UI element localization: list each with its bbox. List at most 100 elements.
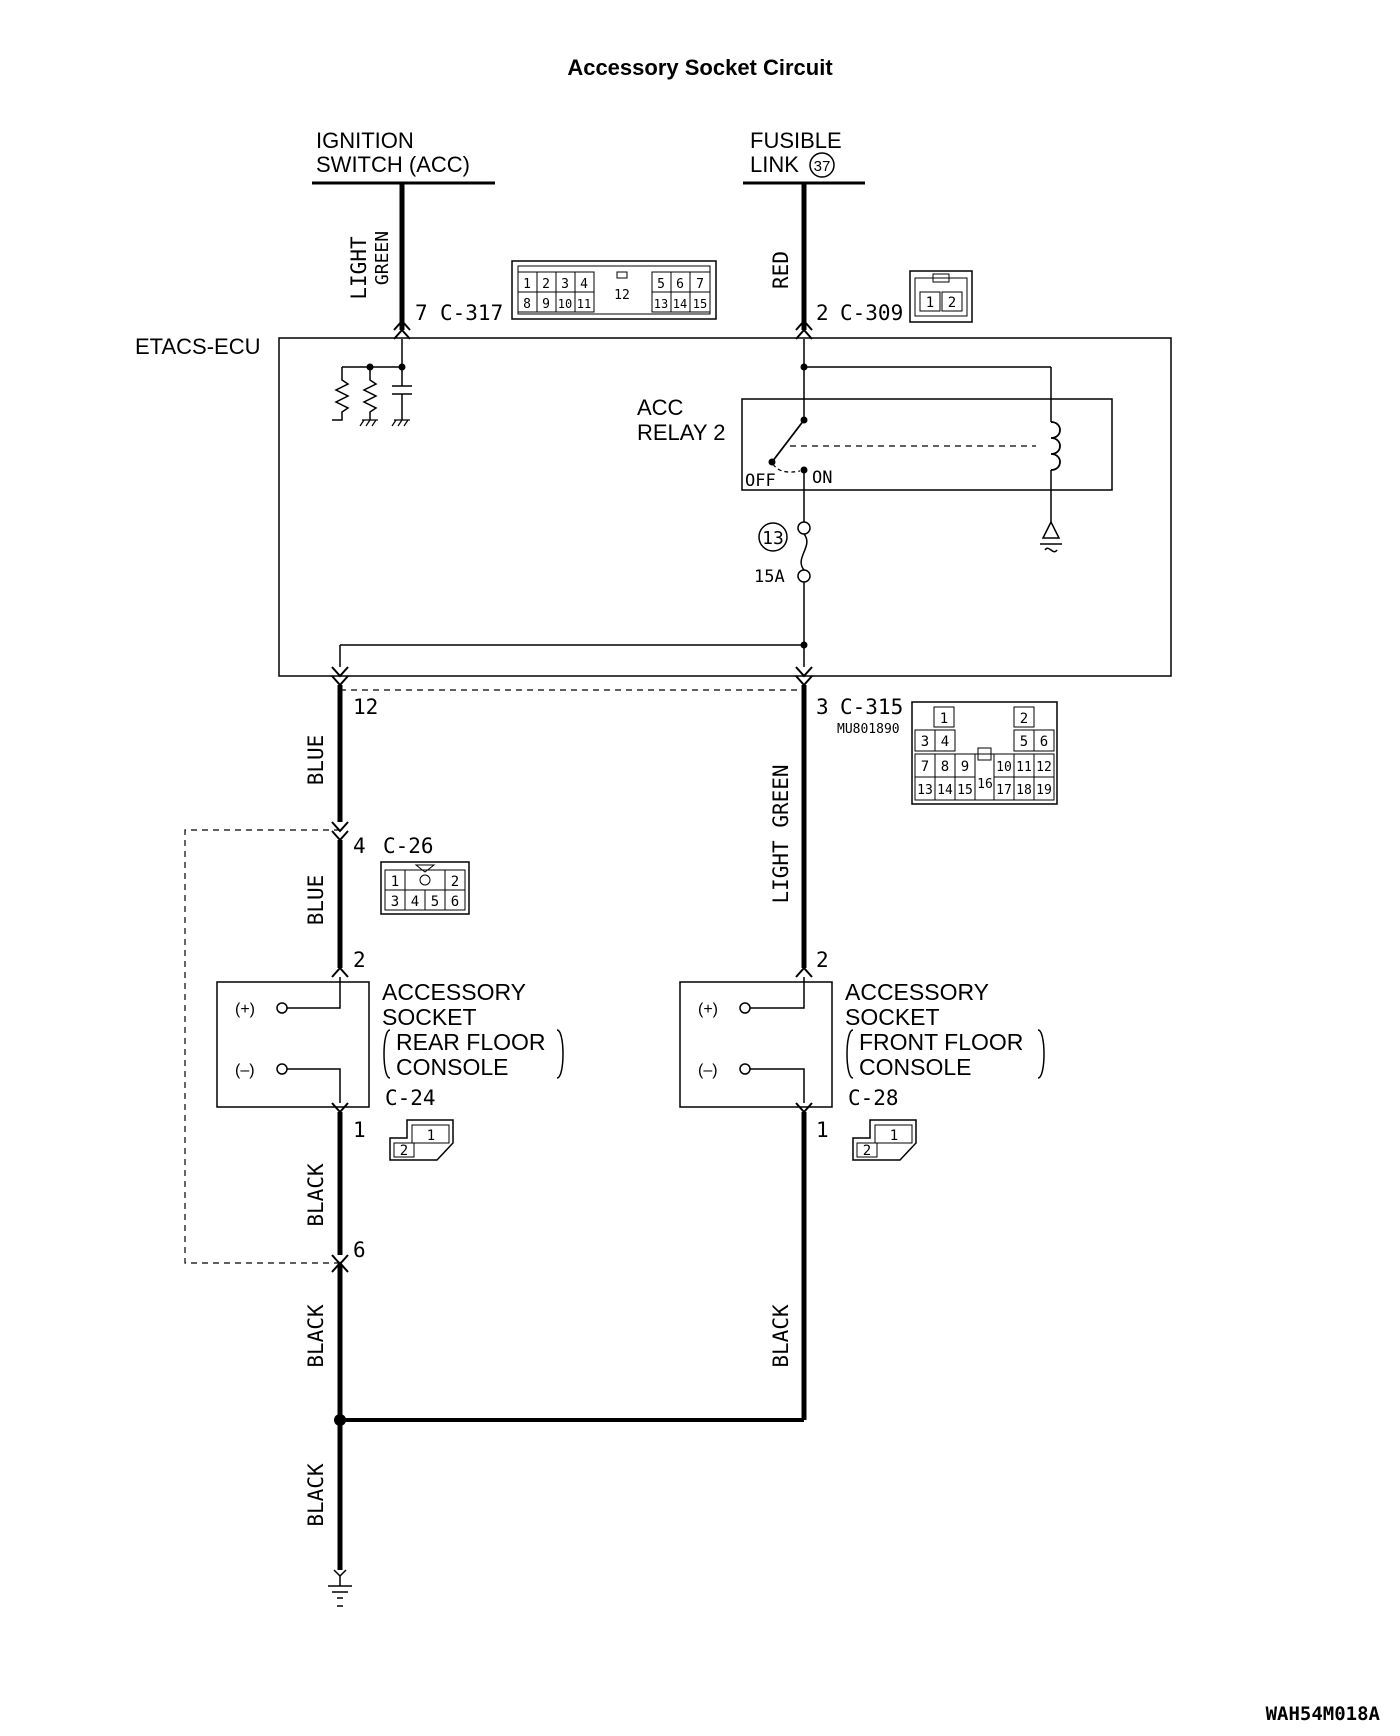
c315-name: C-315: [840, 695, 903, 719]
c315-cell: 16: [977, 777, 993, 792]
socket-front-label-3: FRONT FLOOR: [859, 1029, 1023, 1055]
socket-rear-label-1: ACCESSORY: [382, 979, 526, 1005]
relay-off-label: OFF: [745, 471, 776, 491]
c315-cell: 17: [996, 783, 1012, 798]
c317-pin: 7: [415, 301, 428, 325]
accessory-socket-rear: [216, 981, 370, 1108]
ground-icon: [328, 1576, 352, 1607]
fuse-13-element: [800, 533, 808, 571]
fuse-rating: 15A: [754, 567, 785, 587]
c26-cell: 4: [411, 894, 419, 910]
socket-rear-minus: (–): [235, 1062, 255, 1079]
c28-cell: 1: [890, 1128, 898, 1144]
c24-name: C-24: [385, 1086, 436, 1110]
c315-pin12: 12: [353, 695, 378, 719]
c315-cell: 10: [996, 760, 1012, 775]
c317-cell: 5: [657, 277, 665, 292]
fusible-link-label-1: FUSIBLE: [750, 128, 842, 153]
c315-cell: 15: [957, 783, 973, 798]
socket-front-plus: (+): [698, 1001, 718, 1018]
c315-cell: 3: [921, 734, 929, 750]
c315-cell: 18: [1016, 783, 1032, 798]
c24-pin-plus: 2: [353, 948, 366, 972]
acc-relay-2-box: [741, 398, 1113, 491]
relay-coil: [1050, 421, 1061, 471]
wire-label-black-b: BLACK: [304, 1304, 328, 1368]
c315-cell: 1: [940, 711, 948, 727]
c315-cell: 9: [961, 759, 969, 775]
c315-cell: 8: [941, 759, 949, 775]
c26-cell: 3: [391, 894, 399, 910]
ignition-switch-label-1: IGNITION: [316, 128, 414, 153]
c26-name: C-26: [383, 834, 434, 858]
c315-cell: 6: [1040, 734, 1048, 750]
c28-name: C-28: [848, 1086, 899, 1110]
c309-connector-face: 1 2: [909, 270, 973, 323]
socket-rear-label-2: SOCKET: [382, 1004, 477, 1030]
socket-rear-label-3: REAR FLOOR: [396, 1029, 546, 1055]
c317-cell: 3: [561, 277, 569, 292]
c317-name: C-317: [440, 301, 503, 325]
c315-part-number: MU801890: [837, 722, 900, 737]
c317-cell: 10: [558, 297, 572, 311]
figure-code: WAH54M018A: [1266, 1703, 1381, 1725]
c24-connector-face: 1 2: [389, 1119, 454, 1161]
c26-connector-face: 1 2 3 4 5 6: [380, 861, 470, 915]
c26-connector-dashed-outline: [184, 829, 340, 1264]
relay-on-label: ON: [812, 468, 832, 488]
etacs-ecu-box: [278, 337, 1172, 677]
c28-pin-minus: 1: [816, 1118, 829, 1142]
c28-pin-plus: 2: [816, 948, 829, 972]
fuse-number: 13: [762, 528, 784, 549]
c309-cell: 1: [926, 295, 934, 311]
c26-cell: 1: [391, 874, 399, 890]
c315-cell: 19: [1036, 783, 1052, 798]
c26-cell: 5: [431, 894, 439, 910]
c315-cell: 2: [1020, 711, 1028, 727]
fuse-number-circle: [758, 522, 788, 552]
c28-cell: 2: [863, 1143, 871, 1159]
wire-label-light-green: LIGHT GREEN: [769, 764, 793, 903]
wire-label-black-d: BLACK: [304, 1463, 328, 1527]
ignition-switch-label-2: SWITCH (ACC): [316, 152, 470, 177]
c309-pin: 2: [816, 301, 829, 325]
c317-cell: 13: [654, 297, 668, 311]
c315-cell: 11: [1016, 760, 1032, 775]
c317-cell: 15: [693, 297, 707, 311]
fusible-link-label-2: LINK: [750, 152, 799, 177]
socket-front-label-2: SOCKET: [845, 1004, 940, 1030]
c309-name: C-309: [840, 301, 903, 325]
c317-connector-face: 1 2 3 4 5 6 7 8 9 10 11 13 14 15 12: [511, 260, 717, 320]
relay-coil-ground-icon: [1040, 520, 1062, 553]
c317-cell: 14: [673, 297, 687, 311]
c315-cell: 13: [917, 783, 933, 798]
c26-cell: 2: [451, 874, 459, 890]
c317-cell: 2: [542, 277, 550, 292]
socket-rear-plus: (+): [235, 1001, 255, 1018]
c26-pin-out: 6: [353, 1238, 366, 1262]
wire-label-red: RED: [769, 251, 793, 289]
diagram-title: Accessory Socket Circuit: [567, 55, 833, 80]
c317-cell: 4: [580, 277, 588, 292]
socket-front-label-1: ACCESSORY: [845, 979, 989, 1005]
c317-cell: 6: [676, 277, 684, 292]
wire-label-blue-a: BLUE: [304, 735, 328, 786]
c315-cell: 4: [941, 734, 949, 750]
etacs-ecu-label: ETACS-ECU: [135, 334, 261, 359]
c317-cell-center: 12: [614, 288, 630, 303]
c309-cell: 2: [948, 295, 956, 311]
socket-front-label-4: CONSOLE: [859, 1054, 971, 1080]
c315-pin: 3: [816, 695, 829, 719]
c24-pin-minus: 1: [353, 1118, 366, 1142]
wire-label-blue-b: BLUE: [304, 875, 328, 926]
c317-cell: 1: [523, 277, 531, 292]
c26-cell: 6: [451, 894, 459, 910]
c315-cell: 14: [937, 783, 953, 798]
c26-pin-in: 4: [353, 834, 366, 858]
accessory-socket-front: [679, 981, 833, 1108]
c315-cell: 5: [1020, 734, 1028, 750]
c317-cell: 7: [696, 277, 704, 292]
c315-cell: 12: [1036, 760, 1052, 775]
wire-label-light: LIGHT: [347, 236, 371, 300]
